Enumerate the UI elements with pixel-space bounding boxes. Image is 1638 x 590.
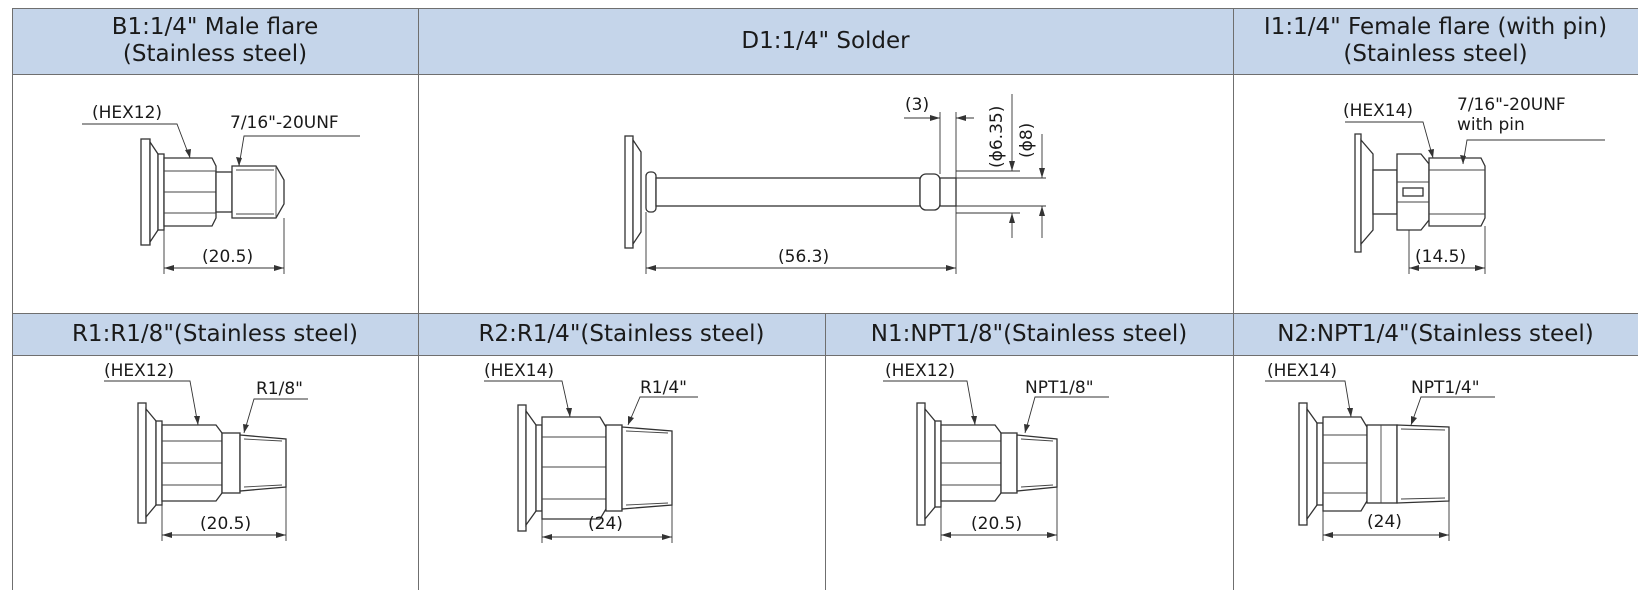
d1-length-label: (56.3): [778, 247, 829, 267]
b1-drawing: (HEX12) 7/16"-20UNF (20.5): [12, 74, 418, 313]
taper-thread-fitting-icon: [137, 402, 287, 524]
r2-length-label: (24): [588, 514, 623, 534]
b1-title-line2: (Stainless steel): [122, 41, 308, 67]
d1-outer-diameter-label: (ϕ8): [1017, 123, 1037, 158]
grid-line: [12, 8, 13, 590]
r2-drawing: (HEX14) R1/4" (24): [418, 355, 825, 590]
n1-title: N1:NPT1/8"(Stainless steel): [870, 320, 1188, 347]
r2-hex-label: (HEX14): [484, 361, 554, 381]
r1-thread-label: R1/8": [256, 379, 303, 399]
header-n2: N2:NPT1/4"(Stainless steel): [1233, 313, 1638, 355]
r1-length-label: (20.5): [200, 514, 251, 534]
n2-length-label: (24): [1367, 512, 1402, 532]
n1-length-label: (20.5): [971, 514, 1022, 534]
npt-thread-fitting-icon: [916, 402, 1058, 526]
n1-thread-label: NPT1/8": [1025, 378, 1094, 398]
b1-hex-label: (HEX12): [92, 103, 162, 123]
i1-dimension-lines: [1345, 121, 1605, 274]
taper-thread-fitting-icon: [517, 404, 673, 532]
b1-thread-label: 7/16"-20UNF: [230, 113, 339, 133]
n2-title: N2:NPT1/4"(Stainless steel): [1277, 320, 1594, 347]
grid-line: [12, 313, 1638, 314]
solder-fitting-icon: [624, 135, 957, 249]
i1-title-line2: (Stainless steel): [1343, 41, 1528, 67]
r2-title: R2:R1/4"(Stainless steel): [478, 320, 765, 347]
grid-line: [12, 8, 1638, 9]
grid-line: [1233, 8, 1234, 590]
r1-title: R1:R1/8"(Stainless steel): [71, 320, 359, 347]
grid-line: [12, 74, 1638, 75]
i1-hex-label: (HEX14): [1343, 101, 1413, 121]
r2-thread-label: R1/4": [640, 378, 687, 398]
i1-drawing: (HEX14) 7/16"-20UNF with pin (14.5): [1233, 74, 1638, 313]
n2-thread-label: NPT1/4": [1411, 378, 1480, 398]
i1-title-line1: I1:1/4" Female flare (with pin): [1263, 14, 1608, 40]
d1-drawing: (3) (ϕ6.35) (ϕ8) (56.3): [418, 74, 1233, 313]
d1-inner-diameter-label: (ϕ6.35): [987, 106, 1007, 168]
grid-line: [418, 8, 419, 590]
i1-thread-label-line2: with pin: [1457, 115, 1525, 135]
d1-dimension-lines: [645, 94, 1046, 274]
grid-line: [12, 355, 1638, 356]
r1-hex-label: (HEX12): [104, 361, 174, 381]
header-r1: R1:R1/8"(Stainless steel): [12, 313, 418, 355]
n2-drawing: (HEX14) NPT1/4" (24): [1233, 355, 1638, 590]
b1-length-label: (20.5): [202, 247, 253, 267]
header-n1: N1:NPT1/8"(Stainless steel): [825, 313, 1233, 355]
i1-thread-label-line1: 7/16"-20UNF: [1457, 95, 1566, 115]
d1-tip-label: (3): [905, 95, 929, 115]
male-flare-fitting-icon: [140, 138, 285, 246]
r1-dimension-lines: [104, 380, 308, 541]
r2-dimension-lines: [484, 380, 698, 543]
n2-hex-label: (HEX14): [1267, 361, 1337, 381]
header-r2: R2:R1/4"(Stainless steel): [418, 313, 825, 355]
npt-thread-fitting-icon: [1298, 402, 1450, 526]
n2-dimension-lines: [1265, 380, 1495, 541]
b1-dimension-lines: [82, 123, 360, 274]
i1-length-label: (14.5): [1415, 247, 1466, 267]
header-d1: D1:1/4" Solder: [418, 8, 1233, 74]
b1-title-line1: B1:1/4" Male flare: [111, 14, 319, 40]
header-i1: I1:1/4" Female flare (with pin) (Stainle…: [1233, 8, 1638, 74]
grid-line: [825, 313, 826, 590]
r1-drawing: (HEX12) R1/8" (20.5): [12, 355, 418, 590]
d1-title: D1:1/4" Solder: [741, 27, 910, 54]
n1-hex-label: (HEX12): [885, 361, 955, 381]
header-b1: B1:1/4" Male flare (Stainless steel): [12, 8, 418, 74]
female-flare-fitting-icon: [1354, 133, 1486, 253]
n1-dimension-lines: [883, 380, 1109, 541]
n1-drawing: (HEX12) NPT1/8" (20.5): [825, 355, 1233, 590]
